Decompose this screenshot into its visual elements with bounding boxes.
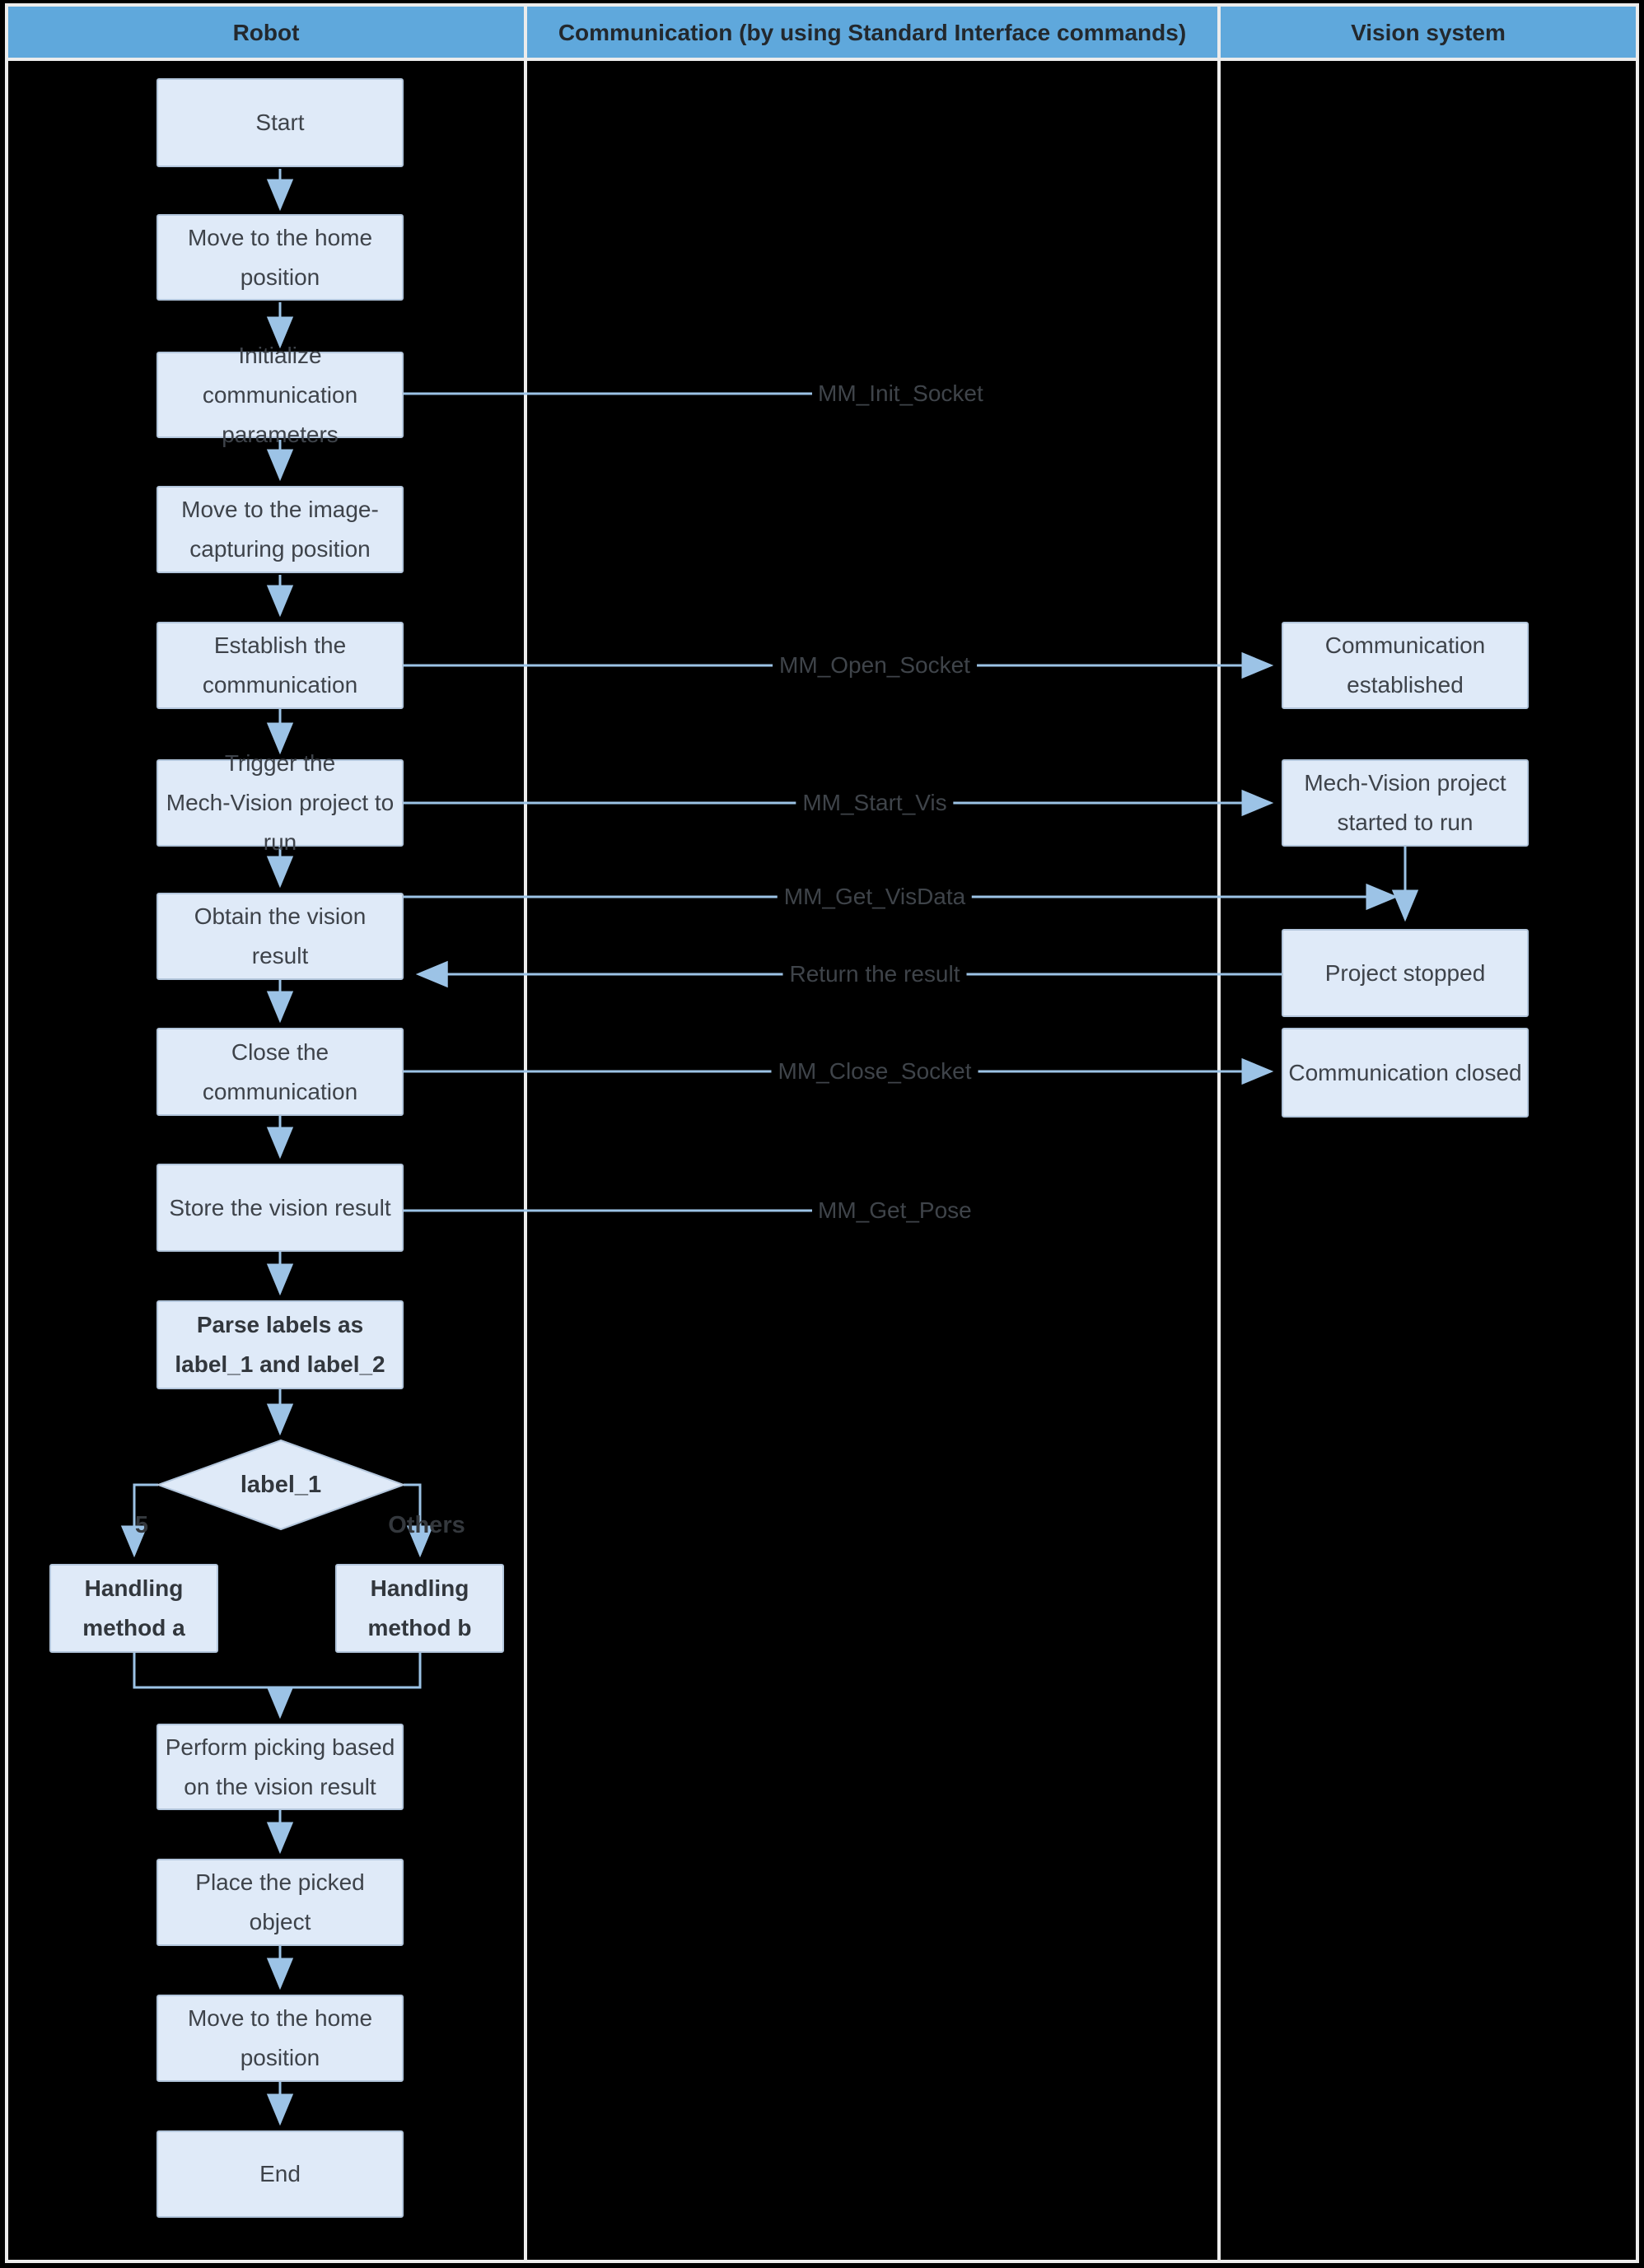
flow-box-end: End xyxy=(156,2130,404,2218)
flow-box-handling-a: Handling method a xyxy=(49,1564,218,1653)
flow-box-perform-picking: Perform picking based on the vision resu… xyxy=(156,1724,404,1810)
decision-label: label_1 xyxy=(240,1471,322,1498)
decision-diamond xyxy=(156,1439,406,1531)
flow-box-place-object: Place the picked object xyxy=(156,1859,404,1946)
flow-box-store: Store the vision result xyxy=(156,1164,404,1252)
flow-box-trigger: Trigger the Mech-Vision project to run xyxy=(156,750,404,855)
flow-box-start: Start xyxy=(156,78,404,167)
vision-box-project-stopped: Project stopped xyxy=(1282,929,1529,1017)
flow-box-establish: Establish the communication xyxy=(156,622,404,709)
cmd-open-socket: MM_Open_Socket xyxy=(773,646,977,685)
header-communication: Communication (by using Standard Interfa… xyxy=(558,20,1187,45)
header-robot: Robot xyxy=(232,20,300,45)
cmd-start-vis: MM_Start_Vis xyxy=(796,783,954,823)
table-grid xyxy=(5,3,1639,2263)
flow-box-close: Close the communication xyxy=(156,1028,404,1116)
vision-box-closed: Communication closed xyxy=(1282,1028,1529,1118)
branch-merge-line xyxy=(133,1653,422,1689)
branch-label-others: Others xyxy=(388,1512,465,1538)
flow-box-parse-labels: Parse labels as label_1 and label_2 xyxy=(156,1300,404,1389)
header-vision-system: Vision system xyxy=(1351,20,1506,45)
cmd-return-result: Return the result xyxy=(782,954,967,994)
branch-right-line xyxy=(404,1483,434,1558)
branch-left-line xyxy=(120,1483,158,1558)
flow-box-move-home-1: Move to the home position xyxy=(156,214,404,301)
flow-box-move-capture: Move to the image- capturing position xyxy=(156,486,404,573)
flow-box-obtain: Obtain the vision result xyxy=(156,893,404,980)
header-band xyxy=(7,7,1637,59)
flow-box-init-params: Initialize communication parameters xyxy=(156,343,404,447)
flow-box-handling-b: Handling method b xyxy=(335,1564,504,1653)
cmd-close-socket: MM_Close_Socket xyxy=(771,1052,978,1091)
branch-label-5: 5 xyxy=(134,1512,149,1538)
cmd-init-socket: MM_Init_Socket xyxy=(818,380,983,406)
cmd-get-pose: MM_Get_Pose xyxy=(818,1197,972,1223)
cmd-get-visdata: MM_Get_VisData xyxy=(777,877,973,917)
vision-box-project-started: Mech-Vision project started to run xyxy=(1282,759,1529,847)
vision-box-established: Communication established xyxy=(1282,622,1529,709)
flow-box-move-home-2: Move to the home position xyxy=(156,1995,404,2082)
flow-connectors xyxy=(120,169,1419,2126)
